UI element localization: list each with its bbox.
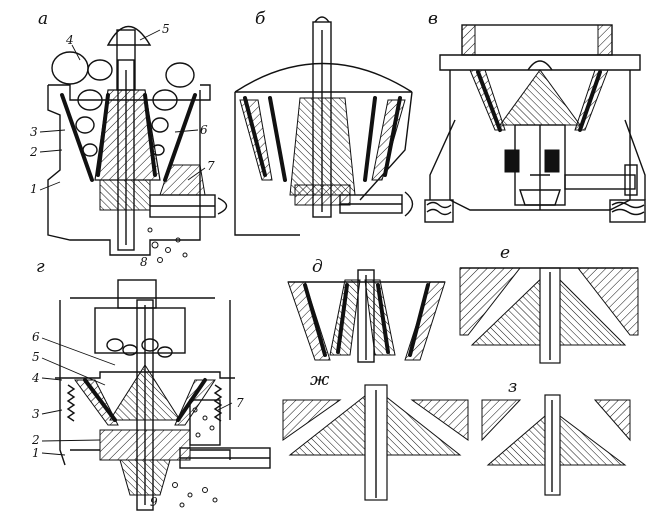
panel-z-drawing xyxy=(481,394,631,496)
panel-a-label-2: 2 xyxy=(29,145,38,159)
panel-g-label-6: 6 xyxy=(32,330,40,344)
panel-e-letter: е xyxy=(500,243,510,263)
panel-g-label-3: 3 xyxy=(32,407,40,421)
panel-zh-letter: ж xyxy=(310,370,330,390)
panel-g-letter: г xyxy=(36,257,45,277)
panel-g-label-1: 1 xyxy=(32,446,40,460)
panel-a-label-6: 6 xyxy=(200,123,208,137)
panel-v-drawing xyxy=(424,24,646,223)
panel-a-label-3: 3 xyxy=(30,125,38,139)
panel-g-label-7: 7 xyxy=(236,396,244,410)
panel-g-drawing xyxy=(41,279,271,511)
panel-a-label-4: 4 xyxy=(65,33,74,47)
panel-g-label-2: 2 xyxy=(31,433,40,447)
panel-g-label-4: 4 xyxy=(31,371,40,385)
panel-g-label-5: 5 xyxy=(32,350,40,364)
panel-b-drawing xyxy=(234,16,414,236)
panel-a-label-1: 1 xyxy=(30,182,38,196)
panel-a-label-7: 7 xyxy=(207,159,215,173)
panel-b-letter: б xyxy=(255,9,266,29)
panel-zh-drawing xyxy=(282,384,469,501)
panel-v-letter: в xyxy=(428,9,438,29)
panel-z-letter: з xyxy=(508,377,517,397)
panel-a-drawing xyxy=(39,26,228,263)
panel-d-letter: д xyxy=(312,257,323,277)
panel-e-drawing xyxy=(459,267,639,364)
panel-g-label-9: 9 xyxy=(150,495,158,509)
panel-g-label-8: 8 xyxy=(140,255,148,269)
panel-a-label-5: 5 xyxy=(162,22,170,36)
panel-a-letter: а xyxy=(38,9,48,29)
panel-d-drawing xyxy=(287,269,446,363)
